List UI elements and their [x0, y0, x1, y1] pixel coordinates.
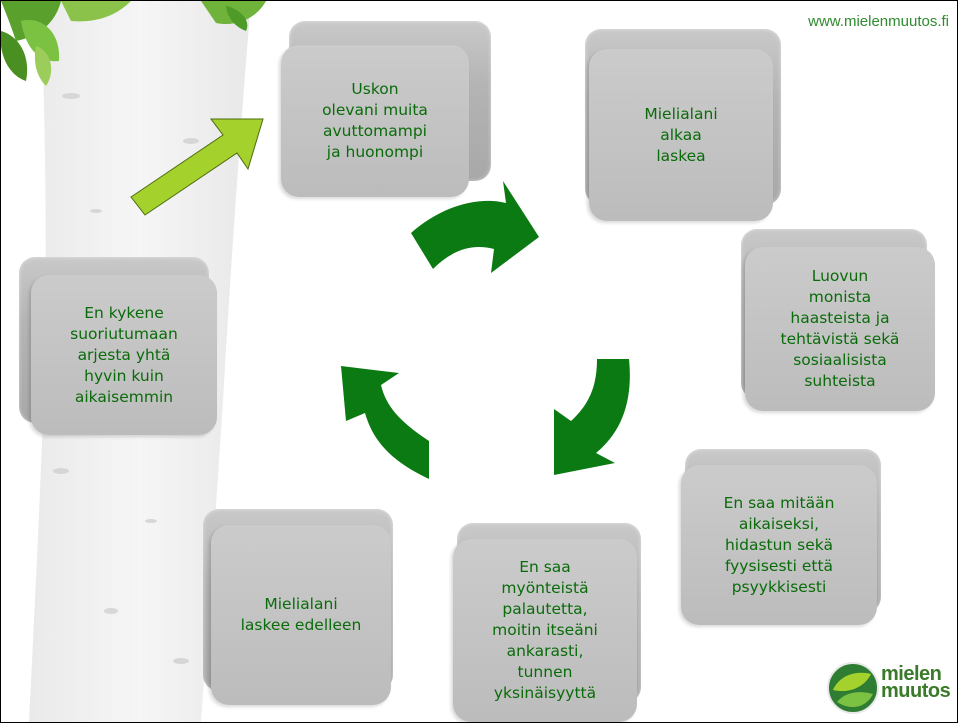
box-uskon: Uskon olevani muita avuttomampi ja huono… — [271, 21, 493, 201]
curved-arrow-right — [554, 359, 630, 475]
box-text: Mielialani laskee edelleen — [211, 525, 391, 705]
logo-text: mielen muutos — [881, 663, 951, 702]
box-en-saa-palautetta: En saa myönteistä palautetta, moitin its… — [447, 523, 643, 722]
box-text: Uskon olevani muita avuttomampi ja huono… — [281, 45, 469, 197]
logo-text-line2: muutos — [881, 680, 951, 702]
box-luovun: Luovun monista haasteista ja tehtävistä … — [731, 229, 941, 413]
logo-icon — [827, 662, 879, 714]
mielenmuutos-logo: mielen muutos — [825, 660, 951, 716]
box-en-kykene: En kykene suoriutumaan arjesta yhtä hyvi… — [13, 257, 221, 439]
box-mielialani-alkaa: Mielialani alkaa laskea — [567, 29, 781, 229]
box-en-saa-mitaan: En saa mitään aikaiseksi, hidastun sekä … — [677, 449, 885, 625]
curved-arrow-top — [411, 181, 539, 273]
box-text: Luovun monista haasteista ja tehtävistä … — [745, 247, 935, 411]
box-text: En saa myönteistä palautetta, moitin its… — [453, 539, 637, 722]
website-url[interactable]: www.mielenmuutos.fi — [808, 13, 949, 30]
box-text: En saa mitään aikaiseksi, hidastun sekä … — [681, 465, 877, 625]
box-text: En kykene suoriutumaan arjesta yhtä hyvi… — [31, 275, 217, 435]
box-mielialani-laskee: Mielialani laskee edelleen — [197, 509, 397, 709]
logo-text-line1: mielen — [881, 663, 942, 685]
curved-arrow-left — [341, 366, 429, 479]
light-green-arrow-shape — [130, 118, 264, 216]
box-text: Mielialani alkaa laskea — [589, 49, 773, 221]
